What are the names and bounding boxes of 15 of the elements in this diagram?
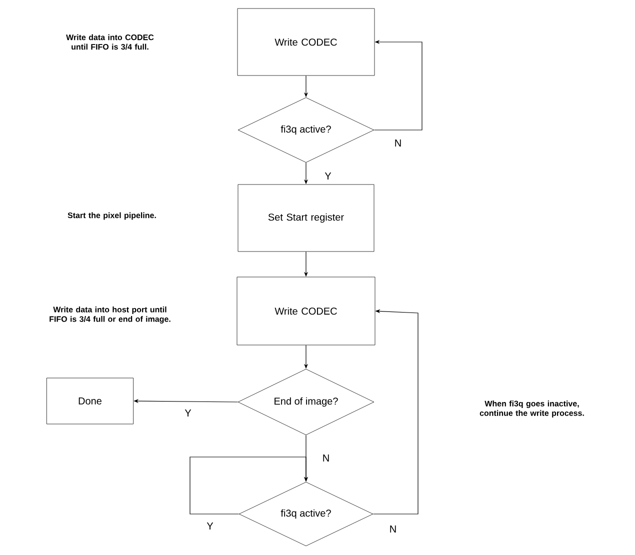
edge-label: Y: [324, 172, 332, 180]
process-box: Done: [46, 378, 134, 424]
edge-label: Y: [206, 522, 214, 530]
edge-label: N: [393, 138, 403, 148]
note: Write data into CODEC until FIFO is 3/4 full.: [66, 34, 154, 50]
edge-label: N: [388, 524, 398, 534]
process-box: Write CODEC: [237, 8, 375, 76]
arrow: [190, 456, 308, 514]
edge-label: Y: [184, 408, 192, 418]
note: Write data into host port until FIFO is 3/4 full or end of image.: [50, 306, 170, 324]
process-box: Write CODEC: [236, 276, 376, 346]
process-box: Set Start register: [238, 184, 374, 252]
note: Start the pixel pipeline.: [68, 212, 156, 220]
note: When fi3q goes inactive, continue the write process.: [480, 400, 584, 418]
edge-label: N: [321, 454, 331, 462]
